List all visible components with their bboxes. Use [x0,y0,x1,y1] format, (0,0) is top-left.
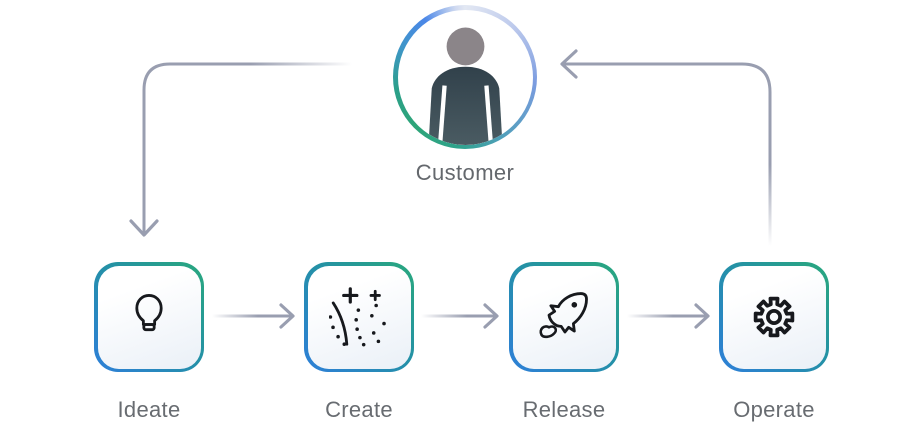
step-label-ideate: Ideate [117,397,181,422]
sparkles-icon [329,287,386,347]
customer-avatar [393,5,537,149]
avatar-circle [397,9,533,145]
step-node-ideate [94,262,204,372]
step-card [97,265,201,369]
lightbulb-icon [135,294,163,332]
step-node-operate [719,262,829,372]
customer-label: Customer [415,160,515,185]
step-label-release: Release [522,397,606,422]
arrow-create-to-release [419,303,499,329]
step-card [512,265,616,369]
gear-icon [753,296,795,338]
arrow-customer-to-ideate [129,62,354,237]
step-node-release [509,262,619,372]
step-card [307,265,411,369]
step-node-create [304,262,414,372]
step-label-operate: Operate [733,397,815,422]
person-icon [427,27,503,145]
sparkle-dots [329,303,386,347]
arrow-ideate-to-create [210,303,295,329]
arrow-operate-to-customer [560,49,772,248]
rocket-icon [539,292,588,339]
step-card [722,265,826,369]
arrow-release-to-operate [625,303,710,329]
step-label-create: Create [325,397,393,422]
